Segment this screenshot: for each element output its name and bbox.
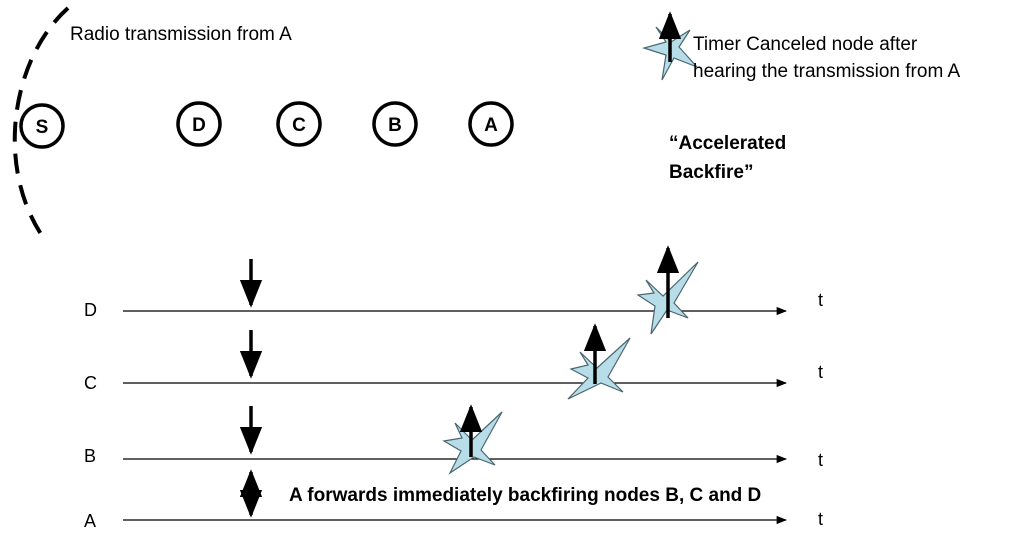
node-B: B: [372, 101, 418, 147]
legend-line-2: hearing the transmission from A: [693, 61, 961, 82]
node-A: A: [468, 101, 514, 147]
accelerated-backfire-line-2: Backfire”: [669, 162, 754, 183]
timeline-D-t-label: t: [818, 290, 823, 310]
legend-line-1: Timer Canceled node after: [693, 34, 918, 55]
timeline-A-t-label: t: [818, 509, 823, 529]
timeline-A-label: A: [84, 511, 96, 531]
node-S: S: [19, 103, 65, 149]
node-D: D: [176, 101, 222, 147]
node-A-label: A: [484, 115, 498, 136]
timer-canceled-star-C-icon: [567, 323, 631, 400]
timer-canceled-star-B-icon: [442, 404, 503, 475]
node-B-label: B: [388, 115, 402, 136]
radio-transmission-label: Radio transmission from A: [70, 24, 292, 45]
timeline-D-label: D: [84, 300, 97, 320]
forwarding-caption: A forwards immediately backfiring nodes …: [289, 485, 761, 506]
accelerated-backfire-line-1: “Accelerated: [669, 133, 786, 154]
node-D-label: D: [192, 115, 206, 136]
legend-star-icon: [641, 11, 698, 81]
node-C: C: [276, 101, 322, 147]
node-C-label: C: [292, 115, 306, 136]
timeline-C-label: C: [84, 373, 97, 393]
timeline-B-t-label: t: [818, 450, 823, 470]
timer-canceled-star-D-icon: [636, 245, 699, 335]
node-S-label: S: [36, 117, 49, 138]
timeline-B-label: B: [84, 446, 96, 466]
timeline-C-t-label: t: [818, 362, 823, 382]
